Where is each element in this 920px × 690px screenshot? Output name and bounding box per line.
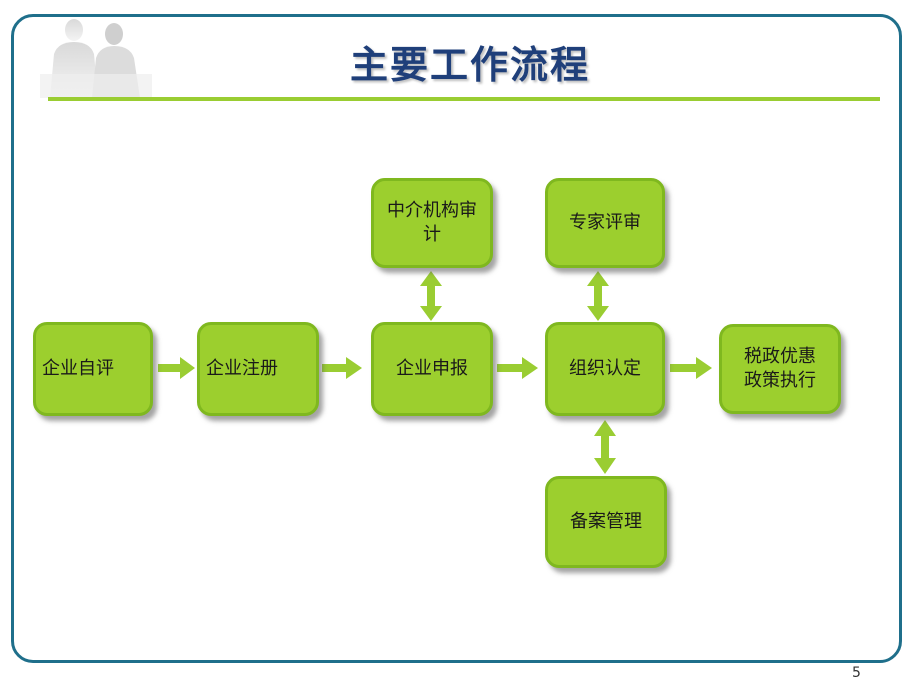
node-self-evaluation-label: 企业自评 bbox=[42, 358, 114, 379]
arrow-register-declare bbox=[322, 357, 362, 379]
arrow-audit-declare bbox=[420, 271, 442, 321]
node-agency-audit: 中介机构审计 bbox=[371, 178, 493, 268]
arrow-declare-certify bbox=[497, 357, 538, 379]
arrow-expert-certify bbox=[587, 271, 609, 321]
node-tax-policy: 税政优惠 政策执行 bbox=[719, 324, 841, 414]
page-title: 主要工作流程 bbox=[349, 43, 590, 87]
node-registration-label: 企业注册 bbox=[206, 358, 278, 379]
node-registration: 企业注册 bbox=[197, 322, 319, 416]
business-people-icon bbox=[40, 19, 152, 98]
arrow-selfeval-register bbox=[158, 357, 195, 379]
node-self-evaluation: 企业自评 bbox=[33, 322, 153, 416]
node-certification: 组织认定 bbox=[545, 322, 665, 416]
node-declaration: 企业申报 bbox=[371, 322, 493, 416]
page-number: 5 bbox=[852, 665, 861, 681]
node-declaration-label: 企业申报 bbox=[396, 358, 468, 379]
node-expert-review-label: 专家评审 bbox=[569, 212, 641, 233]
node-agency-audit-label: 中介机构审计 bbox=[387, 200, 477, 245]
node-filing-management-label: 备案管理 bbox=[570, 511, 642, 532]
node-certification-label: 组织认定 bbox=[569, 358, 641, 379]
title-divider bbox=[48, 97, 880, 101]
node-expert-review: 专家评审 bbox=[545, 178, 665, 268]
arrow-certify-filing bbox=[594, 420, 616, 474]
node-filing-management: 备案管理 bbox=[545, 476, 667, 568]
arrow-certify-policy bbox=[670, 357, 712, 379]
node-tax-policy-label: 税政优惠 政策执行 bbox=[744, 346, 816, 391]
